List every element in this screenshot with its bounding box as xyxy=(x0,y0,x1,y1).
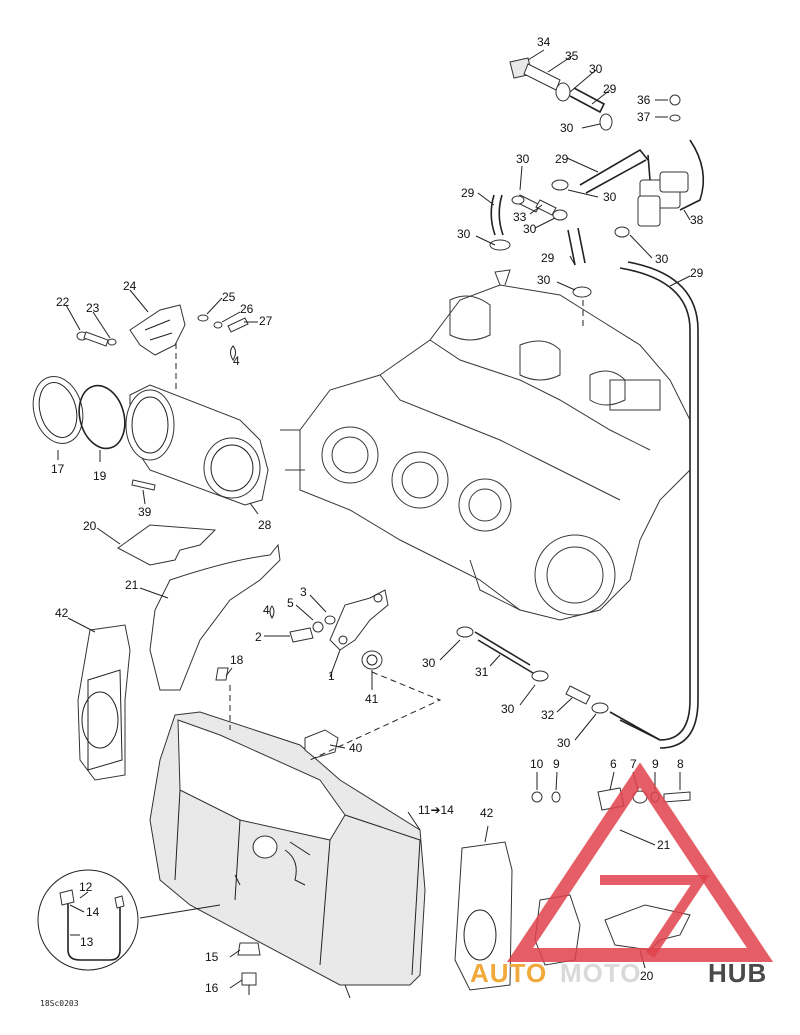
foam-pads xyxy=(77,524,281,781)
callout-30: 30 xyxy=(603,190,617,204)
callout-29: 29 xyxy=(541,251,555,265)
callout-28: 28 xyxy=(258,518,272,532)
callout-41: 41 xyxy=(365,692,379,706)
callout-37: 37 xyxy=(637,110,651,124)
watermark-logo: AUTO MOTO HUB xyxy=(470,762,774,988)
callout-9: 9 xyxy=(652,757,659,771)
callout-32: 32 xyxy=(541,708,555,722)
watermark-moto: MOTO xyxy=(560,958,642,988)
callout-31: 31 xyxy=(475,665,489,679)
callout-30: 30 xyxy=(537,273,551,287)
watermark-auto: AUTO xyxy=(470,958,547,988)
leader-lines xyxy=(57,49,691,999)
bracket-group xyxy=(76,304,249,361)
callout-26: 26 xyxy=(240,302,254,316)
callout-1: 1 xyxy=(328,669,335,683)
drain-detail xyxy=(37,869,221,971)
drawing-code: 18Sc0203 xyxy=(40,999,79,1008)
lower-hose xyxy=(456,626,661,741)
callout-14: 14 xyxy=(86,905,100,919)
callout-20: 20 xyxy=(83,519,97,533)
callout-labels: 34 35 30 29 36 37 30 30 29 29 30 33 30 3… xyxy=(40,35,704,1008)
callout-10: 10 xyxy=(530,757,544,771)
callout-9: 9 xyxy=(553,757,560,771)
callout-30: 30 xyxy=(457,227,471,241)
callout-39: 39 xyxy=(138,505,152,519)
callout-29: 29 xyxy=(690,266,704,280)
callout-30: 30 xyxy=(560,121,574,135)
callout-7: 7 xyxy=(630,757,637,771)
callout-5: 5 xyxy=(287,596,294,610)
callout-6: 6 xyxy=(610,757,617,771)
callout-29: 29 xyxy=(555,152,569,166)
callout-3: 3 xyxy=(300,585,307,599)
callout-29: 29 xyxy=(603,82,617,96)
engine-block xyxy=(280,269,691,621)
callout-4: 4 xyxy=(233,354,240,368)
callout-36: 36 xyxy=(637,93,651,107)
callout-30: 30 xyxy=(516,152,530,166)
callout-17: 17 xyxy=(51,462,65,476)
callout-18: 18 xyxy=(230,653,244,667)
callout-4: 4 xyxy=(263,603,270,617)
callout-2: 2 xyxy=(255,630,262,644)
callout-30: 30 xyxy=(422,656,436,670)
vent-hose-assembly xyxy=(489,57,705,749)
callout-22: 22 xyxy=(56,295,70,309)
callout-33: 33 xyxy=(513,210,527,224)
callout-42: 42 xyxy=(480,806,494,820)
callout-21: 21 xyxy=(657,838,671,852)
callout-11-14: 11➔14 xyxy=(418,803,454,817)
bolts-15-16 xyxy=(237,942,261,995)
callout-23: 23 xyxy=(86,301,100,315)
callout-34: 34 xyxy=(537,35,551,49)
callout-19: 19 xyxy=(93,469,107,483)
callout-30: 30 xyxy=(655,252,669,266)
callout-29: 29 xyxy=(461,186,475,200)
callout-12: 12 xyxy=(79,880,93,894)
callout-42: 42 xyxy=(55,606,69,620)
callout-40: 40 xyxy=(349,741,363,755)
callout-30: 30 xyxy=(523,222,537,236)
callout-30: 30 xyxy=(501,702,515,716)
callout-8: 8 xyxy=(677,757,684,771)
callout-30: 30 xyxy=(589,62,603,76)
intake-rings xyxy=(32,343,269,506)
callout-27: 27 xyxy=(259,314,273,328)
callout-30: 30 xyxy=(557,736,571,750)
callout-15: 15 xyxy=(205,950,219,964)
callout-21: 21 xyxy=(125,578,139,592)
callout-20: 20 xyxy=(640,969,654,983)
watermark-hub: HUB xyxy=(708,958,767,988)
callout-24: 24 xyxy=(123,279,137,293)
air-box xyxy=(149,667,442,986)
callout-16: 16 xyxy=(205,981,219,995)
callout-38: 38 xyxy=(690,213,704,227)
callout-13: 13 xyxy=(80,935,94,949)
mount-bracket xyxy=(269,589,389,670)
callout-35: 35 xyxy=(565,49,579,63)
callout-25: 25 xyxy=(222,290,236,304)
